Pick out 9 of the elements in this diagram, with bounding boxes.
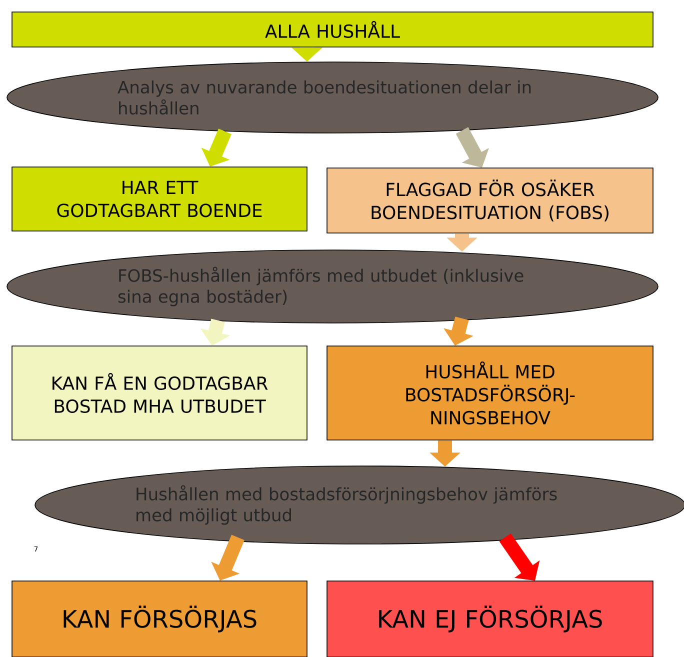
process-box: KAN EJ FÖRSÖRJAS	[326, 580, 654, 657]
ellipse-node: FOBS-hushållen jämförs med utbudet (inklusive sina egna bostäder)	[6, 250, 658, 324]
process-box: KAN FÅ EN GODTAGBAR BOSTAD MHA UTBUDET	[12, 346, 308, 440]
ellipse-node: Hushållen med bostadsförsörjningsbehov jämförs med möjligt utbud	[34, 466, 684, 544]
process-box: HUSHÅLL MED BOSTADSFÖRSÖRJ- NINGSBEHOV	[326, 346, 654, 440]
ellipse-node: Analys av nuvarande boendesituationen delar in hushållen	[6, 62, 658, 134]
process-box: FLAGGAD FÖR OSÄKER BOENDESITUATION (FOBS)	[326, 168, 654, 234]
process-box: HAR ETT GODTAGBART BOENDE	[12, 166, 308, 232]
process-box: KAN FÖRSÖRJAS	[12, 580, 308, 657]
